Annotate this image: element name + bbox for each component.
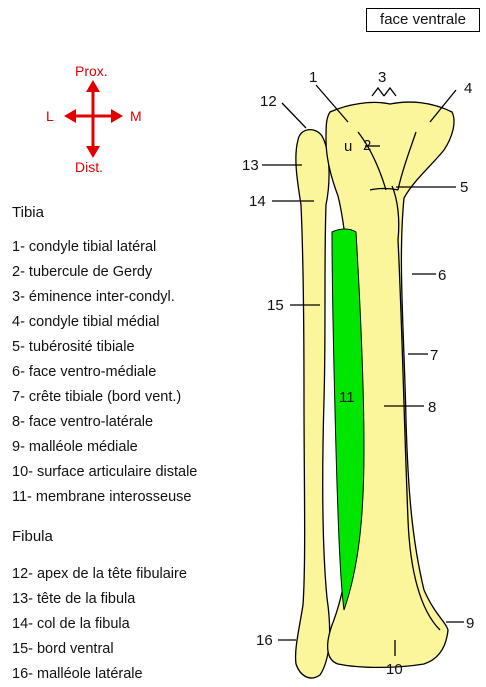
legend-item: 5- tubérosité tibiale [12,335,197,360]
label-14: 14 [249,193,266,210]
legend-item: 3- éminence inter-condyl. [12,285,197,310]
compass-medial-label: M [130,108,142,124]
legend-item: 11- membrane interosseuse [12,485,197,510]
label-13: 13 [242,157,259,174]
legend-item: 2- tubercule de Gerdy [12,260,197,285]
label-7: 7 [430,347,438,364]
label-8: 8 [428,399,436,416]
label-2: 2 [363,137,371,154]
legend-item: 13- tête de la fibula [12,587,187,612]
orientation-compass: Prox. Dist. L M [46,63,142,175]
label-15: 15 [267,297,284,314]
legend-item: 8- face ventro-latérale [12,410,197,435]
legend-item: 6- face ventro-médiale [12,360,197,385]
label-4: 4 [464,80,472,97]
label-12: 12 [260,93,277,110]
legend-item: 15- bord ventral [12,637,187,662]
legend-item: 7- crête tibiale (bord vent.) [12,385,197,410]
label-11: 11 [339,389,355,406]
label-9: 9 [466,615,474,632]
label-6: 6 [438,267,446,284]
compass-proximal-label: Prox. [75,63,108,79]
legend-item: 14- col de la fibula [12,612,187,637]
legend-item: 4- condyle tibial médial [12,310,197,335]
label-u: u [344,138,352,155]
fibula-heading: Fibula [12,528,53,545]
fibula-legend: 12- apex de la tête fibulaire 13- tête d… [12,562,187,687]
label-5: 5 [460,179,468,196]
legend-item: 10- surface articulaire distale [12,460,197,485]
label-1: 1 [309,69,317,86]
legend-item: 16- malléole latérale [12,662,187,687]
legend-item: 12- apex de la tête fibulaire [12,562,187,587]
label-3: 3 [378,69,386,86]
fibula-bone [296,130,330,678]
tibia-legend: 1- condyle tibial latéral 2- tubercule d… [12,235,197,510]
tibia-heading: Tibia [12,204,44,221]
compass-distal-label: Dist. [75,159,103,175]
compass-lateral-label: L [46,108,54,124]
legend-item: 1- condyle tibial latéral [12,235,197,260]
label-10: 10 [386,661,403,678]
label-16: 16 [256,632,273,649]
legend-item: 9- malléole médiale [12,435,197,460]
